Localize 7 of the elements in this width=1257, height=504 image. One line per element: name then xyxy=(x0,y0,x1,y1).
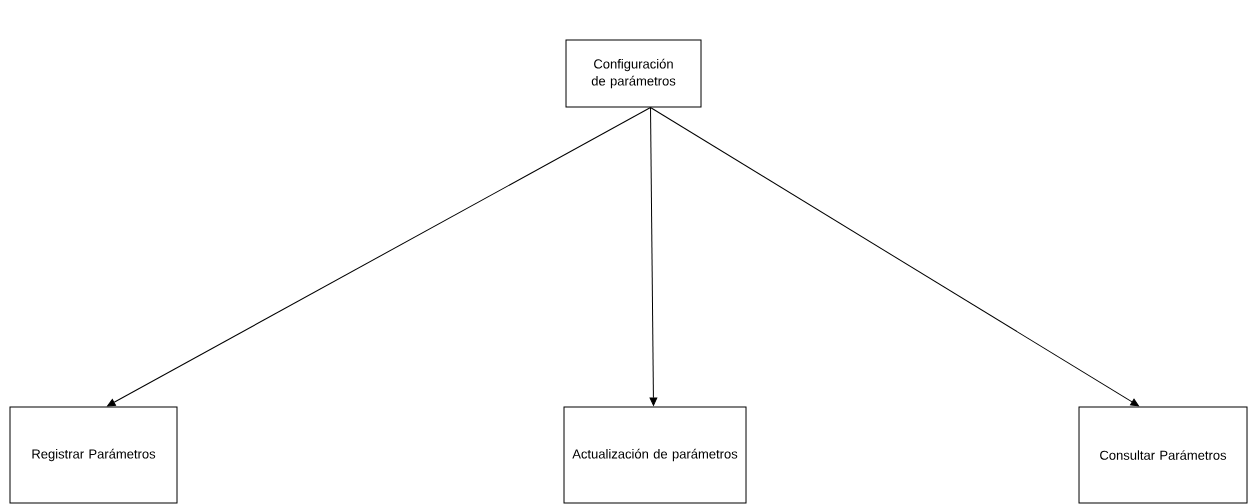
process-box: Configuración de parámetros xyxy=(565,39,702,108)
process-box: Registrar Parámetros xyxy=(9,406,178,504)
arrow xyxy=(650,107,1139,407)
arrow xyxy=(649,107,658,406)
process-box: Consultar Parámetros xyxy=(1078,406,1248,504)
process-box: Actualización de parámetros xyxy=(563,406,747,504)
arrow xyxy=(107,107,651,407)
